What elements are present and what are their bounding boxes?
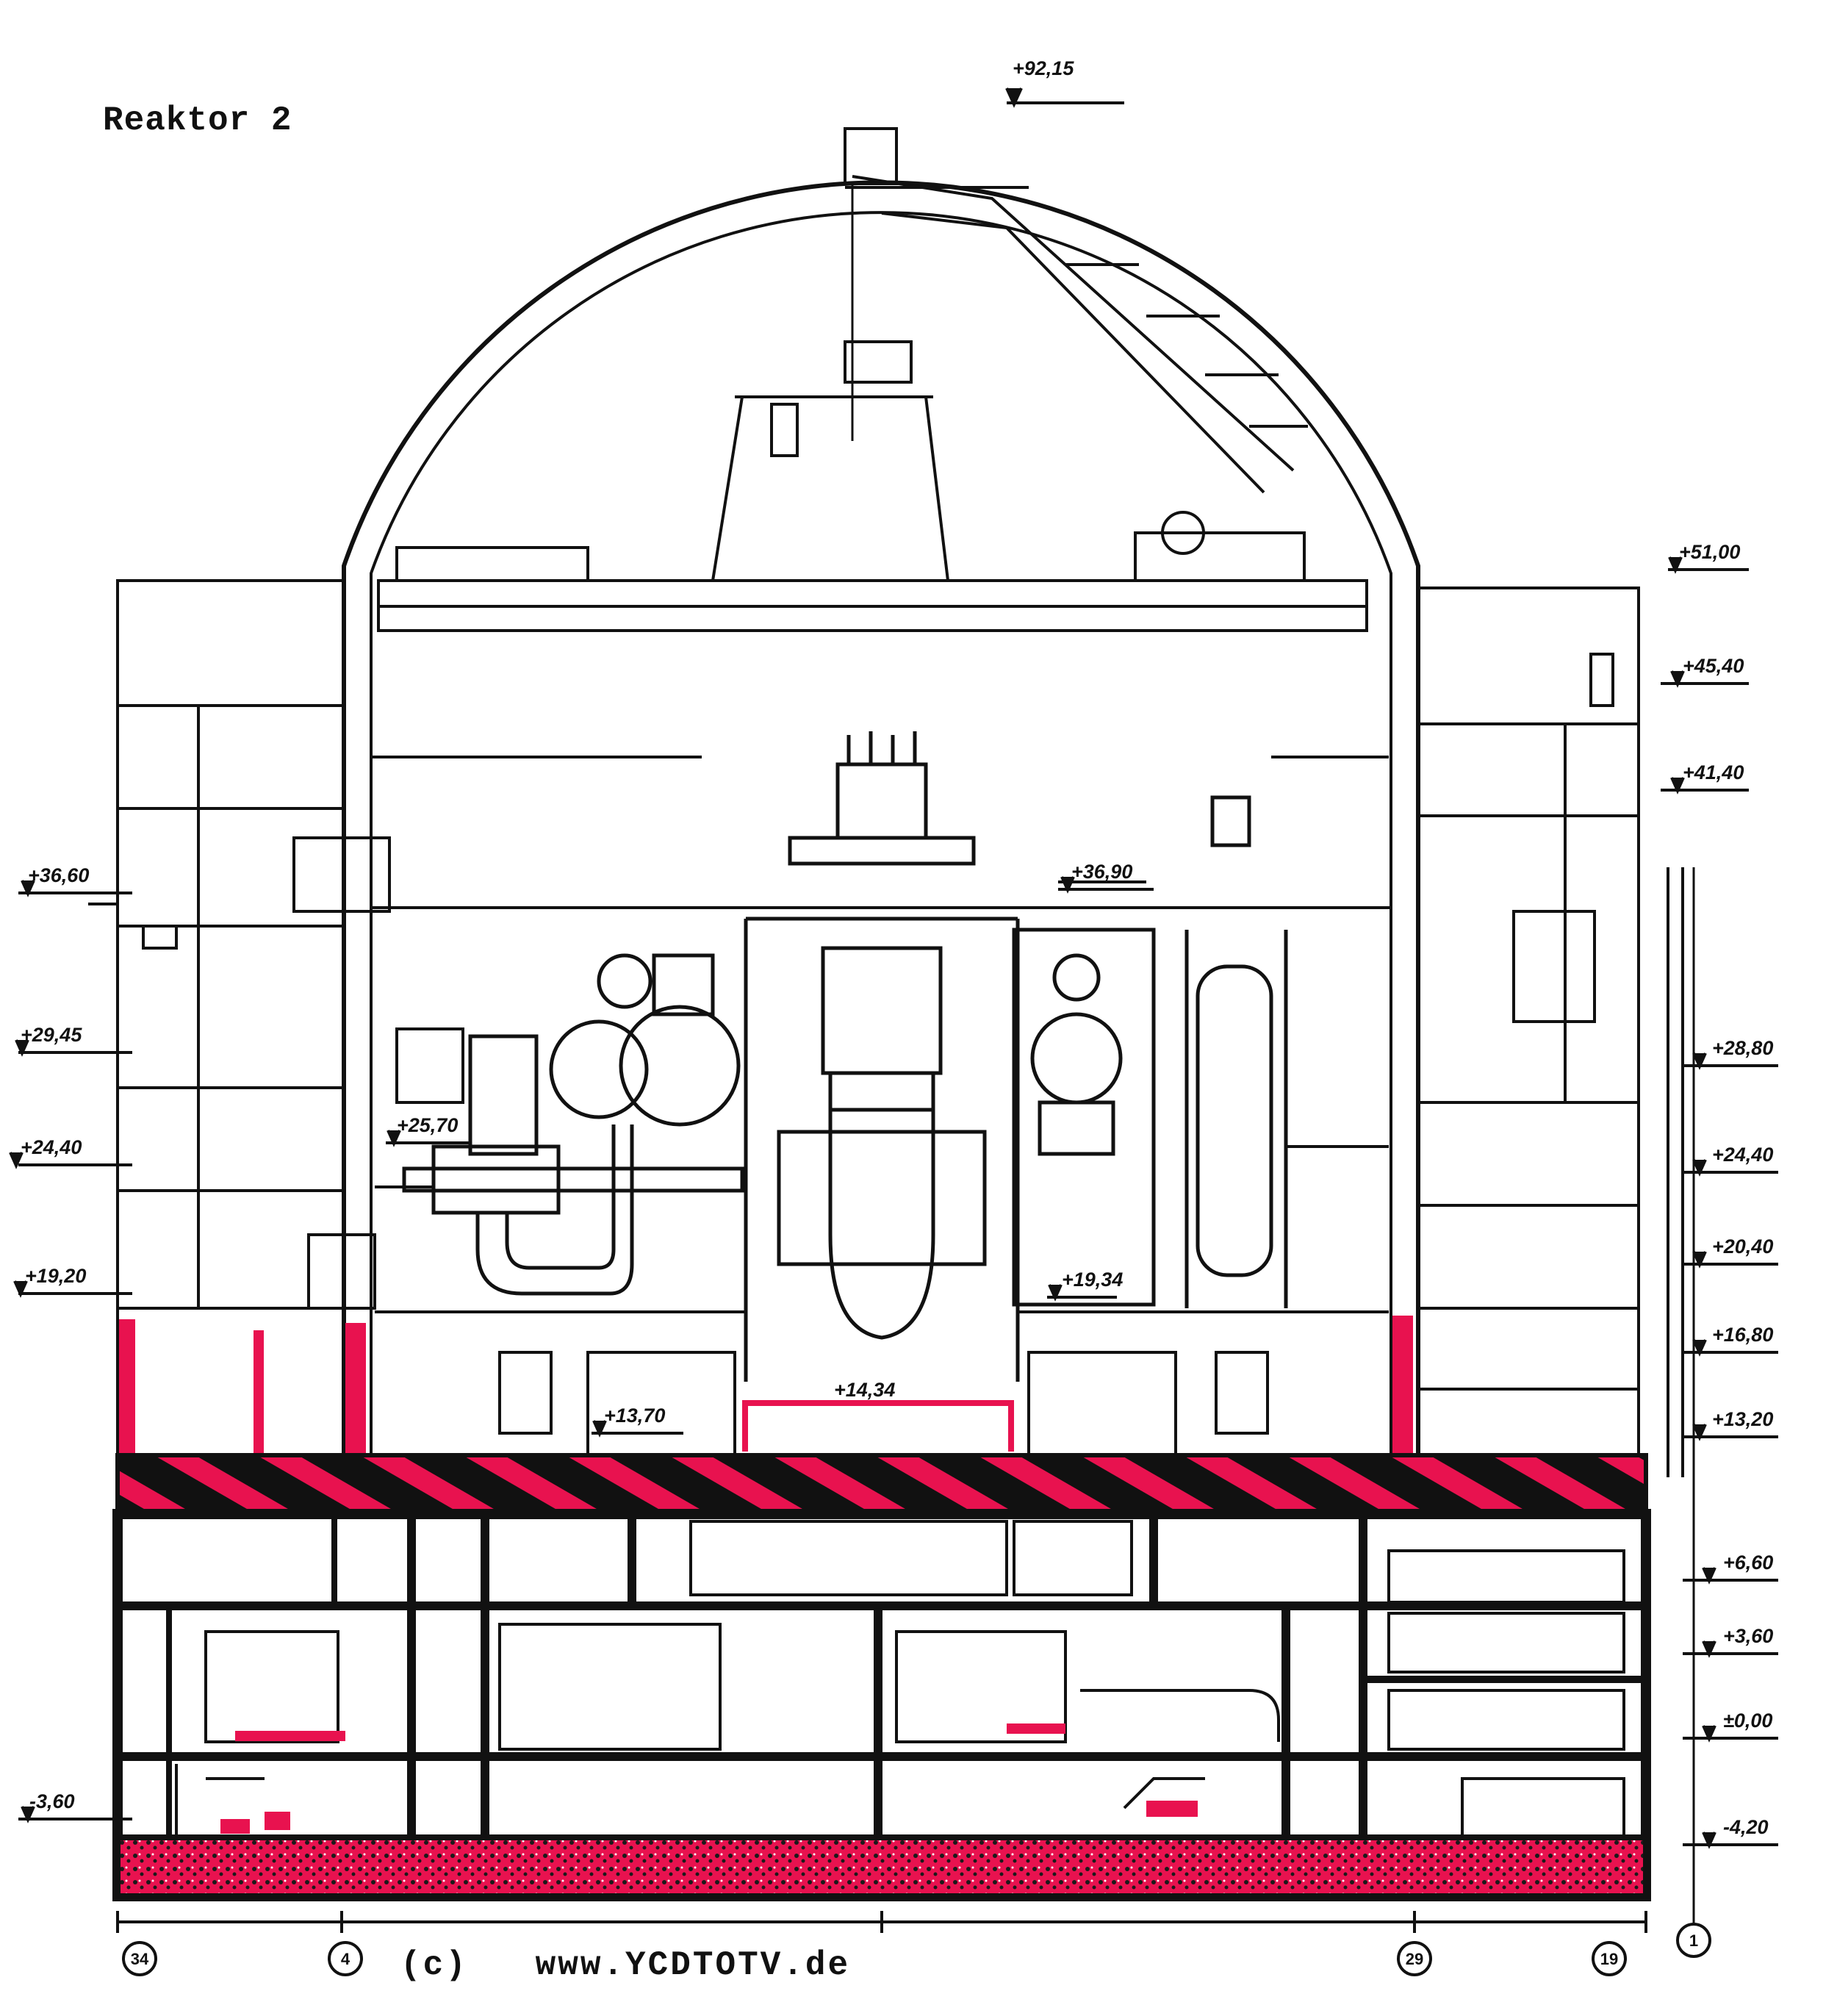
red-accent-columns [119,1316,1413,1455]
elevation-marks-inner [386,876,1154,1438]
foundation-speckled [115,1834,1649,1899]
axis-label-34: 34 [131,1950,149,1968]
steam-generator-right [1012,795,1288,1308]
elevation-label-right-3: +41,40 [1683,761,1744,783]
elevation-label-right-11: ±0,00 [1723,1710,1772,1732]
elevation-label-left-5: -3,60 [29,1790,75,1812]
elevation-label-right-10: +3,60 [1723,1625,1773,1647]
operating-floor [371,756,1391,909]
elevation-label-right-4: +28,80 [1712,1037,1773,1059]
elevation-label-right-6: +20,40 [1712,1235,1773,1258]
red-accent-basement [220,1723,1198,1834]
axis-label-19: 19 [1600,1950,1618,1968]
reactor-pressure-vessel [744,731,1020,1382]
elevation-label-inner-1: +36,90 [1071,861,1132,883]
steam-generator-left [402,953,744,1296]
elevation-label-left-4: +19,20 [25,1265,86,1287]
axis-marker-34 [122,1941,157,1976]
elevation-label-inner-3: +19,34 [1062,1269,1123,1291]
elevation-label-right-5: +24,40 [1712,1144,1773,1166]
axis-marker-19 [1592,1941,1627,1976]
elevation-label-right-1: +51,00 [1679,541,1740,563]
dimension-line [116,1911,1647,1933]
elevation-top [1005,87,1124,108]
axis-markers [122,1923,1711,1976]
elevation-marks-right [1661,556,1778,1849]
base-slab-hatched [115,1453,1648,1516]
elevation-label-right-7: +16,80 [1712,1324,1773,1346]
axis-marker-29 [1397,1941,1432,1976]
elevation-label-right-2: +45,40 [1683,655,1744,677]
elevation-label-right-12: -4,20 [1723,1816,1769,1838]
elevation-label-left-3: +24,40 [21,1136,82,1158]
axis-label-1: 1 [1689,1931,1698,1950]
copyright-notice: (c) www.YCDTOTV.de [400,1946,851,1984]
polar-crane [377,184,1368,632]
elevation-label-right-8: +13,20 [1712,1408,1773,1430]
page-title: Reaktor 2 [103,101,292,140]
elevation-label-inner-2: +25,70 [397,1114,458,1136]
elevation-label-right-9: +6,60 [1723,1552,1773,1574]
elevation-label-top: +92,15 [1013,57,1074,79]
elevation-label-inner-5: +14,34 [834,1379,895,1401]
elevation-label-left-2: +29,45 [21,1024,82,1046]
elevation-label-inner-4: +13,70 [604,1405,665,1427]
elevation-marks-left [9,880,132,1823]
axis-marker-4 [328,1941,363,1976]
fuel-bridge [844,127,1308,494]
axis-label-29: 29 [1406,1950,1423,1968]
elevation-label-left-1: +36,60 [28,864,89,886]
axis-label-4: 4 [341,1950,350,1968]
aux-building-right [1417,586,1684,1477]
